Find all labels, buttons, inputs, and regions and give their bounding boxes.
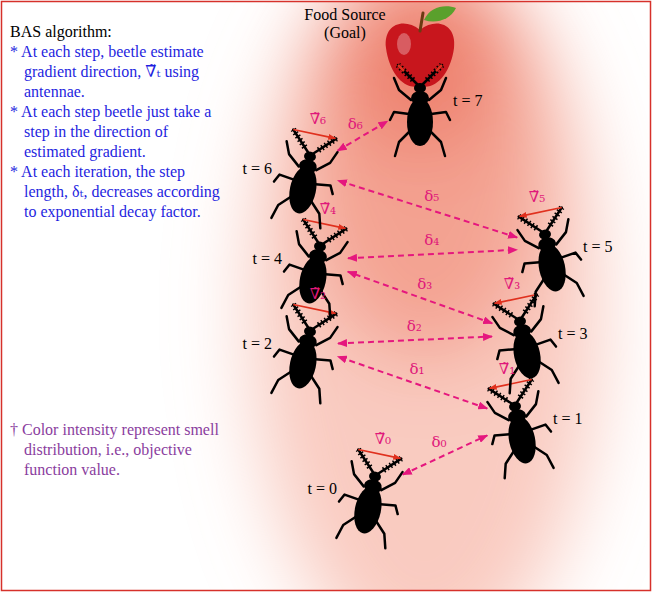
- gradient-label: ∇̃₀: [375, 430, 392, 448]
- beetle-node: t = 1: [490, 385, 550, 455]
- gradient-arrow: [303, 219, 345, 228]
- algorithm-heading: BAS algorithm:: [10, 22, 225, 42]
- beetle: [267, 303, 345, 404]
- beetle-shape: [511, 206, 589, 307]
- time-label: t = 5: [583, 238, 612, 256]
- gradient-label: ∇̃₆: [310, 110, 327, 128]
- step-length-label: δ₄: [424, 231, 439, 249]
- beetle-node: t = 3: [495, 300, 555, 370]
- smell-glow: [250, 2, 600, 590]
- antenna-tip: [398, 65, 442, 71]
- algorithm-step: * At each step, beetle estimate gradient…: [10, 42, 225, 102]
- beetle-node: t = 0: [340, 455, 400, 525]
- goal-label: Food Source (Goal): [297, 6, 393, 42]
- time-label: t = 6: [243, 160, 272, 178]
- beetle: [267, 128, 345, 229]
- step-arrow: [348, 250, 517, 259]
- gradient-arrow: [495, 294, 537, 303]
- beetle-shape: [267, 128, 345, 229]
- time-label: t = 0: [308, 480, 337, 498]
- beetle: [332, 448, 410, 549]
- gradient-arrow: [358, 449, 400, 458]
- time-label: t = 2: [243, 335, 272, 353]
- gradient-label: ∇̃₂: [310, 285, 327, 303]
- footnote: † Color intensity represent smell distri…: [10, 420, 239, 480]
- gradient-label: ∇̃₅: [529, 188, 546, 206]
- apple-highlight: [397, 33, 411, 55]
- gradient-arrow: [293, 129, 335, 138]
- time-label: t = 7: [453, 92, 482, 110]
- beetle: [481, 378, 559, 479]
- time-label: t = 1: [553, 410, 582, 428]
- apple-body: [386, 24, 455, 87]
- beetle-shape: [390, 65, 450, 156]
- beetle-node: t = 7: [390, 67, 450, 137]
- step-arrow: [338, 337, 492, 344]
- step-arrow: [348, 272, 492, 324]
- step-length-label: δ₁: [410, 360, 425, 378]
- apple: [386, 6, 456, 87]
- beetle-node: t = 5: [520, 213, 580, 283]
- beetle-shape: [481, 378, 559, 479]
- beetle: [390, 65, 450, 156]
- step-length-label: δ₃: [417, 275, 432, 293]
- beetle: [486, 293, 564, 394]
- beetle-node: t = 2: [275, 310, 335, 380]
- step-length-label: δ₅: [424, 187, 439, 205]
- gradient-label: ∇̃₄: [320, 200, 337, 218]
- apple-stem: [420, 13, 423, 31]
- beetle-shape: [277, 218, 355, 319]
- step-arrow: [338, 357, 487, 409]
- gradient-arrow: [520, 207, 562, 216]
- algorithm-step: * At each iteration, the step length, δₜ…: [10, 162, 225, 222]
- time-label: t = 4: [253, 250, 282, 268]
- beetle-shape: [267, 303, 345, 404]
- algorithm-step: * At each step beetle just take a step i…: [10, 102, 225, 162]
- step-arrow: [338, 181, 517, 238]
- gradient-label: ∇̃₁: [499, 360, 516, 378]
- smell-glow: [305, 2, 545, 360]
- time-label: t = 3: [558, 325, 587, 343]
- beetle-node: t = 4: [285, 225, 345, 295]
- beetle: [277, 218, 355, 319]
- step-length-label: δ₆: [348, 115, 363, 133]
- beetle-node: t = 6: [275, 135, 335, 205]
- smell-gradient: [250, 2, 600, 590]
- gradient-label: ∇̃₃: [504, 275, 521, 293]
- step-length-label: δ₀: [432, 433, 447, 451]
- text-column: BAS algorithm:* At each step, beetle est…: [10, 22, 225, 222]
- beetle-shape: [486, 293, 564, 394]
- step-length-label: δ₂: [407, 317, 422, 335]
- beetle-shape: [332, 448, 410, 549]
- beetle: [511, 206, 589, 307]
- apple-leaf: [424, 6, 456, 21]
